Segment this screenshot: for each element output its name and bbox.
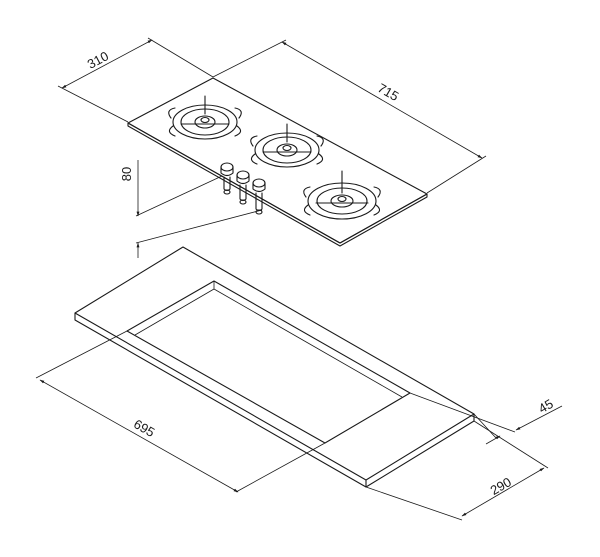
cutout-width-label: 695: [131, 416, 157, 440]
dimension-cutout-width: 695: [35, 330, 326, 493]
knob-icon: [220, 162, 234, 195]
control-knobs: [220, 162, 266, 215]
gas-burner-icon: [303, 170, 381, 220]
countertop: [74, 246, 475, 488]
hob-glass-top: [127, 77, 428, 247]
hob-depth-label: 310: [85, 48, 111, 71]
cutout-depth-label: 290: [488, 474, 514, 498]
hob-width-label: 715: [375, 80, 401, 104]
countertop-cutout: [126, 280, 411, 444]
counter-offset-label: 45: [536, 396, 556, 416]
dimension-hob-width: 715: [212, 39, 487, 194]
gas-burner-icon: [250, 123, 324, 168]
gas-burner-icon: [168, 95, 242, 140]
knob-icon: [252, 178, 266, 215]
knob-icon: [236, 170, 250, 205]
dimension-counter-offset: 45: [409, 392, 563, 445]
dimension-hob-depth: 310: [57, 37, 214, 123]
dimension-hob-height: 80: [119, 160, 263, 258]
hob-height-label: 80: [119, 167, 134, 181]
